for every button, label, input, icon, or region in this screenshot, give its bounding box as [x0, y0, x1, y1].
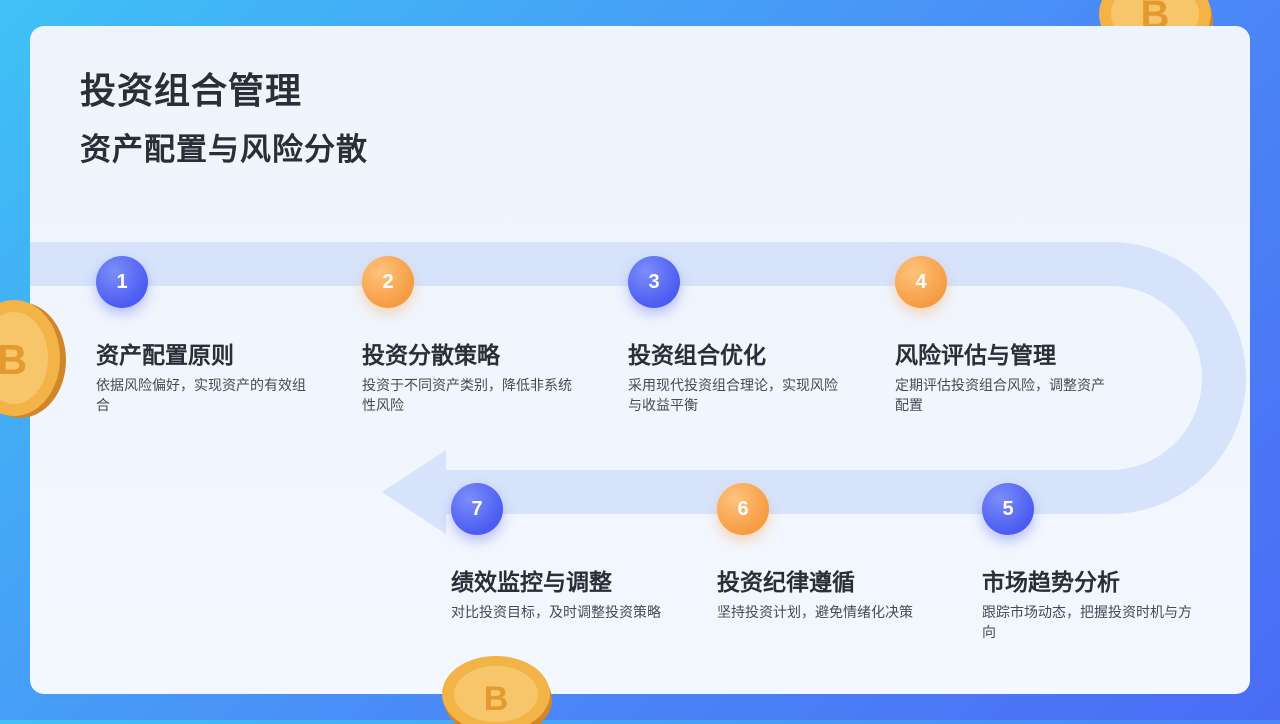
step-description: 定期评估投资组合风险，调整资产配置 [895, 375, 1110, 415]
svg-text:B: B [0, 336, 27, 383]
step-description: 依据风险偏好，实现资产的有效组合 [96, 375, 311, 415]
step-number-badge: 6 [717, 483, 769, 535]
step-description: 投资于不同资产类别，降低非系统性风险 [362, 375, 577, 415]
step-title: 投资组合优化 [628, 336, 766, 370]
step-description: 坚持投资计划，避免情绪化决策 [717, 602, 947, 622]
step-description: 采用现代投资组合理论，实现风险与收益平衡 [628, 375, 843, 415]
step-number-badge: 1 [96, 256, 148, 308]
step-number-badge: 2 [362, 256, 414, 308]
step-number-badge: 7 [451, 483, 503, 535]
step-description: 对比投资目标，及时调整投资策略 [451, 602, 666, 622]
step-title: 投资分散策略 [362, 336, 500, 370]
step-number-badge: 5 [982, 483, 1034, 535]
bitcoin-coin-icon: B [0, 296, 75, 421]
step-title: 绩效监控与调整 [451, 563, 612, 597]
step-number-badge: 3 [628, 256, 680, 308]
step-title: 风险评估与管理 [895, 336, 1056, 370]
svg-text:B: B [484, 680, 509, 718]
step-number-badge: 4 [895, 256, 947, 308]
content-card: 投资组合管理 资产配置与风险分散 1 资产配置原则 依据风险偏好，实现资产的有效… [30, 26, 1250, 694]
step-title: 市场趋势分析 [982, 563, 1120, 597]
step-title: 投资纪律遵循 [717, 563, 855, 597]
bitcoin-coin-icon: B [440, 654, 555, 724]
step-title: 资产配置原则 [96, 336, 234, 370]
step-description: 跟踪市场动态，把握投资时机与方向 [982, 602, 1197, 642]
